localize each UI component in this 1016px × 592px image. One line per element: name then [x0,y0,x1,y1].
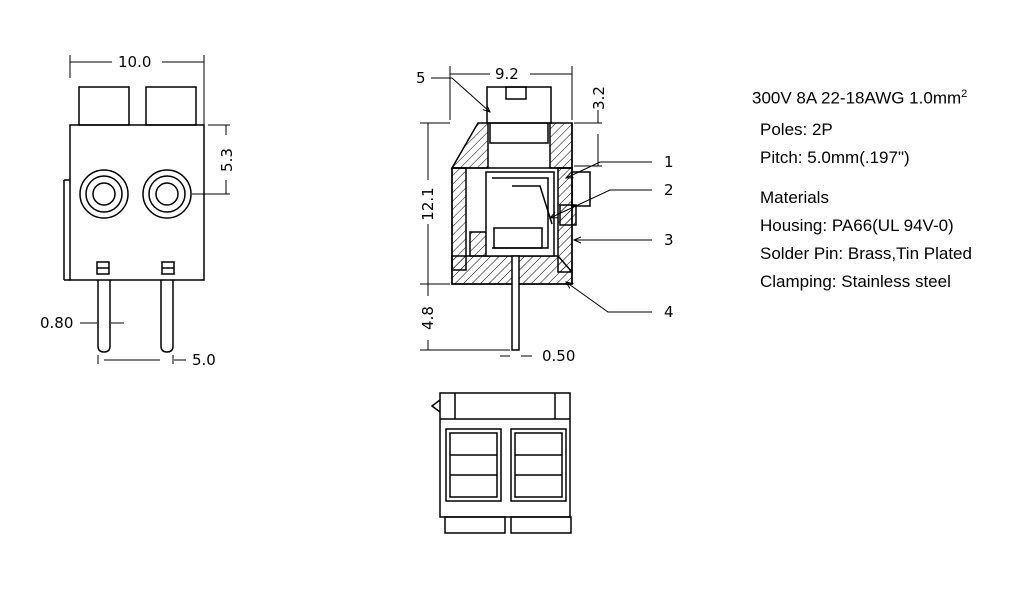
dim-width-10: 10.0 [118,53,151,71]
callout-1: 1 [664,153,674,171]
callout-2: 2 [664,181,674,199]
callout-5: 5 [416,69,426,87]
spec-rating-sup: 2 [961,88,968,100]
section-screw [486,86,552,124]
front-hole-left [79,169,129,219]
front-screw-left [78,86,130,126]
front-screw-right [145,86,197,126]
top-opening-left [445,428,502,502]
front-pin-right [160,280,174,353]
dim-pitch-5-0: 5.0 [192,351,216,369]
dim-width-9-2: 9.2 [495,65,519,83]
spec-materials-title: Materials [760,188,829,207]
callout-3: 3 [664,231,674,249]
spec-poles: Poles: 2P [760,120,833,139]
dim-pin-0-50: 0.50 [542,347,575,365]
section-pin [511,255,520,351]
dim-height-5-3: 5.3 [218,148,236,172]
section-view [450,86,591,351]
spec-solder-pin: Solder Pin: Brass,Tin Plated [760,244,972,263]
front-view [63,86,205,353]
spec-rating: 300V 8A 22-18AWG 1.0mm2 [752,88,967,109]
spec-clamping: Clamping: Stainless steel [760,272,951,291]
dim-height-3-2: 3.2 [590,86,608,110]
dim-height-12-1: 12.1 [419,187,437,220]
top-view [430,392,572,534]
spec-pitch: Pitch: 5.0mm(.197") [760,148,910,167]
front-pin-left [97,280,111,353]
spec-housing: Housing: PA66(UL 94V-0) [760,216,954,235]
spec-rating-text: 300V 8A 22-18AWG 1.0mm [752,88,962,108]
top-opening-right [510,428,567,502]
front-hole-right [142,169,192,219]
dim-pin-4-8: 4.8 [419,306,437,330]
section-cage [485,171,555,257]
dim-pin-0-80: 0.80 [40,314,73,332]
callout-4: 4 [664,303,674,321]
front-housing [69,124,205,281]
